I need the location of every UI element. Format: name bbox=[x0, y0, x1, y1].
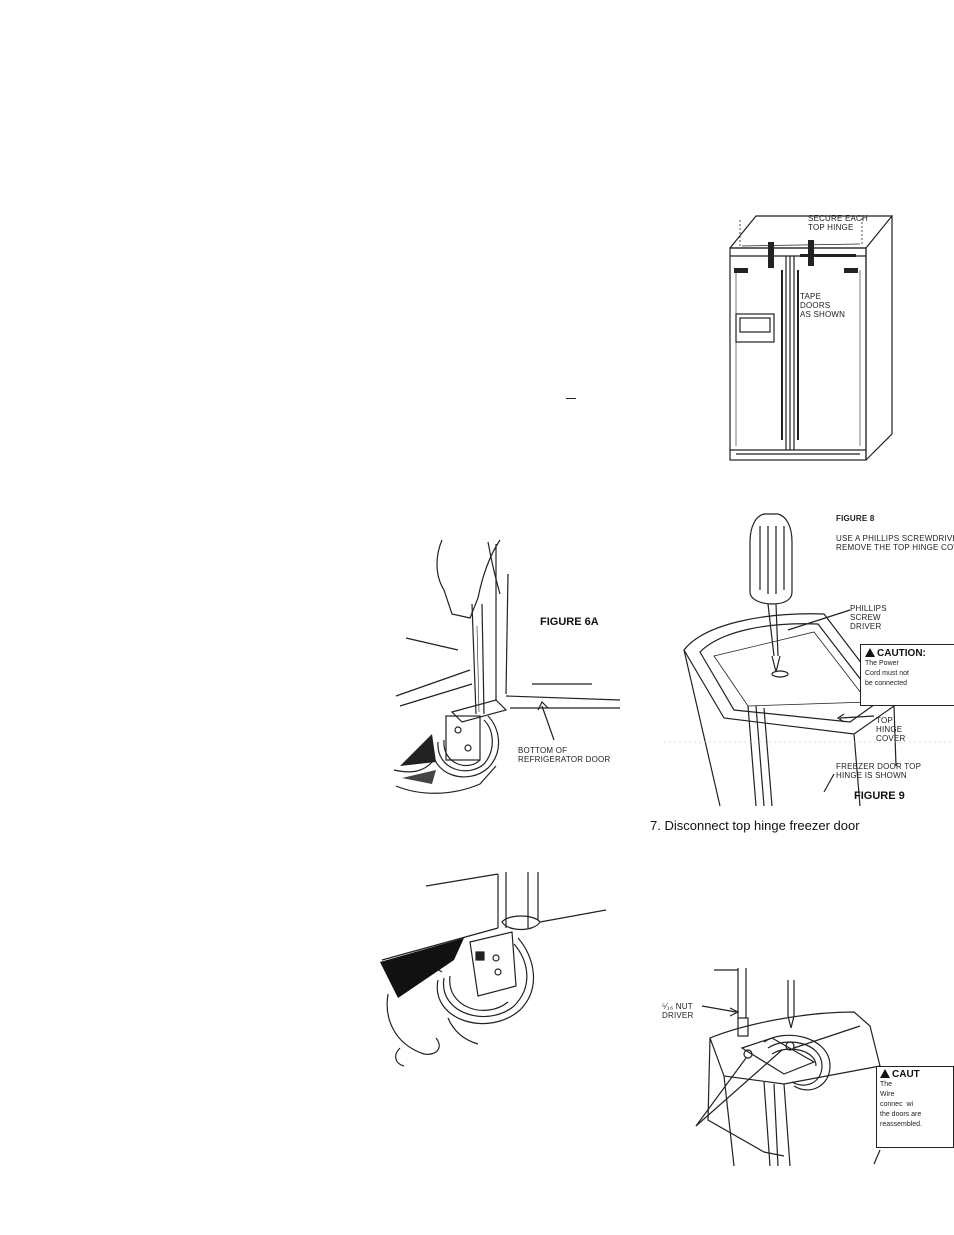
figure-9-title: FIGURE 9 bbox=[854, 790, 905, 802]
tape-doors-label: TAPE DOORS AS SHOWN bbox=[800, 292, 846, 319]
figure-6a-drawing bbox=[393, 539, 621, 794]
figure-6a-title: FIGURE 6A bbox=[540, 616, 599, 628]
secure-hinge-label: SECURE EACH TOP HINGE bbox=[808, 214, 868, 232]
caution-text: The Power Cord must not be connected bbox=[865, 660, 909, 687]
figure-8-9: FIGURE 8 USE A PHILLIPS SCREWDRIVE REMOV… bbox=[664, 506, 954, 816]
top-hinge-cover-label: TOP HINGE COVER bbox=[876, 716, 906, 743]
caution-title: CAUTION: bbox=[877, 648, 926, 659]
wire-caution-text: The Wire connec wi the doors are reassem… bbox=[880, 1081, 923, 1128]
warning-icon bbox=[880, 1069, 890, 1078]
wire-caution-box: CAUT The Wire connec wi the doors are re… bbox=[876, 1066, 954, 1148]
nut-driver-drawing bbox=[695, 968, 881, 1167]
nut-driver-label: ⁵⁄₁₆ NUT DRIVER bbox=[662, 1002, 694, 1020]
hinge-wiring-drawing bbox=[380, 872, 607, 1067]
figure-hinge-wiring bbox=[378, 868, 610, 1068]
caution-title-partial: CAUT bbox=[892, 1069, 920, 1080]
warning-icon bbox=[865, 648, 875, 657]
power-cord-caution-box: CAUTION: The Power Cord must not be conn… bbox=[860, 644, 954, 706]
phillips-screwdriver-label: PHILLIPS SCREW DRIVER bbox=[850, 604, 887, 631]
figure-6a: FIGURE 6A BOTTOM OF REFRIGERATOR DOOR bbox=[392, 534, 624, 804]
step-7-text: 7. Disconnect top hinge freezer door bbox=[650, 818, 860, 833]
phillips-instruction-label: USE A PHILLIPS SCREWDRIVE REMOVE THE TOP… bbox=[836, 534, 954, 552]
figure-refrigerator-tape: SECURE EACH TOP HINGE TAPE DOORS AS SHOW… bbox=[726, 210, 896, 472]
figure-nut-driver: ⁵⁄₁₆ NUT DRIVER CAUT The Wire connec wi … bbox=[634, 966, 954, 1170]
bottom-refrigerator-door-label: BOTTOM OF REFRIGERATOR DOOR bbox=[518, 746, 611, 764]
figure-8-title: FIGURE 8 bbox=[836, 514, 875, 523]
refrigerator-drawing bbox=[729, 215, 894, 461]
stray-dash bbox=[566, 398, 576, 399]
freezer-door-label: FREEZER DOOR TOP HINGE IS SHOWN bbox=[836, 762, 922, 780]
